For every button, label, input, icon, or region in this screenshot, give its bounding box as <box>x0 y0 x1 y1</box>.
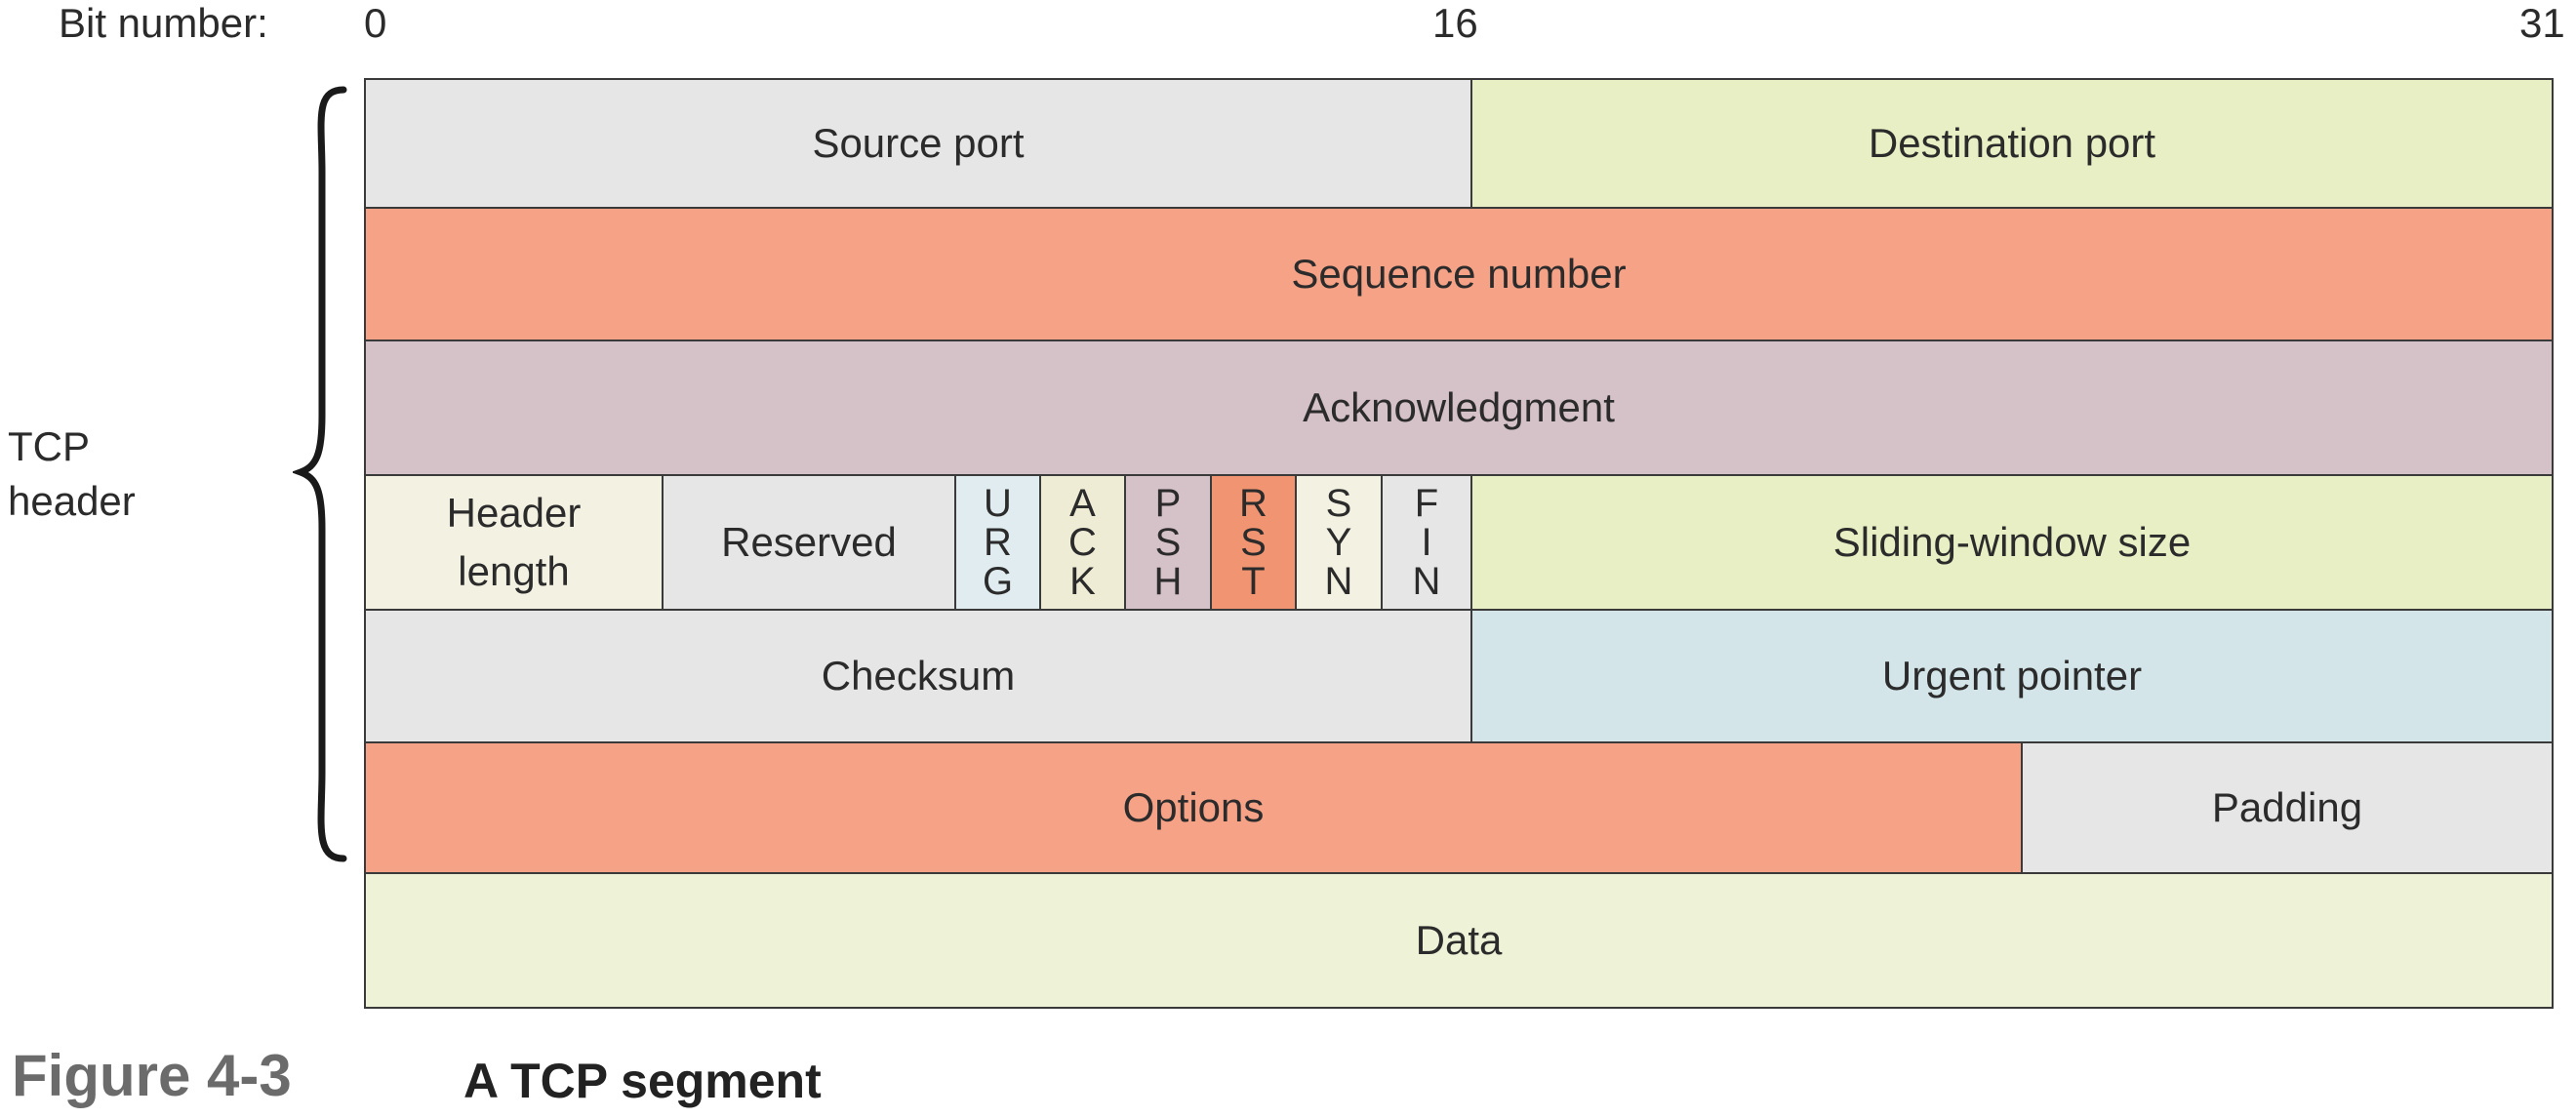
tcp-header-label: TCP header <box>8 419 136 529</box>
acknowledgment-field: Acknowledgment <box>364 339 2554 476</box>
header-length-label-line1: Header <box>446 490 582 536</box>
source-port-label: Source port <box>812 120 1025 166</box>
options-field: Options <box>364 741 2023 874</box>
flag-rst-letter-1: R <box>1239 482 1268 525</box>
flag-syn-letter-3: N <box>1324 560 1353 603</box>
header-length-label-line2: length <box>458 548 570 594</box>
options-label: Options <box>1122 784 1265 830</box>
flag-rst-letter-2: S <box>1240 521 1267 564</box>
figure-caption: A TCP segment <box>463 1054 822 1108</box>
flag-urg-letter-2: R <box>984 521 1012 564</box>
destination-port-label: Destination port <box>1868 120 2156 166</box>
bit-number-label: Bit number: <box>59 0 268 46</box>
bit-31-label: 31 <box>2519 0 2565 46</box>
checksum-label: Checksum <box>821 653 1016 699</box>
flag-psh-letter-2: S <box>1154 521 1182 564</box>
flag-urg-letter-1: U <box>984 482 1012 525</box>
flag-ack-letter-3: K <box>1069 560 1096 603</box>
header-length-field: Header length <box>364 474 664 611</box>
padding-field: Padding <box>2021 741 2554 874</box>
destination-port-field: Destination port <box>1470 78 2554 209</box>
padding-label: Padding <box>2211 784 2363 830</box>
acknowledgment-label: Acknowledgment <box>1303 384 1615 430</box>
flag-urg-letter-3: G <box>982 560 1014 603</box>
flag-ack-letter-1: A <box>1069 482 1096 525</box>
flag-fin-letter-1: F <box>1414 482 1439 525</box>
flag-rst-letter-3: T <box>1241 560 1266 603</box>
sequence-number-label: Sequence number <box>1291 251 1627 297</box>
flag-fin-letter-3: N <box>1412 560 1441 603</box>
source-port-field: Source port <box>364 78 1472 209</box>
flag-fin: F I N <box>1381 474 1472 611</box>
tcp-header-label-line1: TCP <box>8 423 90 469</box>
tcp-header-label-line2: header <box>8 478 136 524</box>
sequence-number-field: Sequence number <box>364 207 2554 341</box>
flag-syn-letter-1: S <box>1325 482 1352 525</box>
flag-syn: S Y N <box>1295 474 1383 611</box>
sliding-window-size-field: Sliding-window size <box>1470 474 2554 611</box>
urgent-pointer-label: Urgent pointer <box>1881 653 2143 699</box>
flag-psh-letter-1: P <box>1154 482 1182 525</box>
urgent-pointer-field: Urgent pointer <box>1470 609 2554 743</box>
flag-ack-letter-2: C <box>1068 521 1097 564</box>
flag-psh-letter-3: H <box>1153 560 1183 603</box>
sliding-window-size-label: Sliding-window size <box>1832 519 2192 565</box>
flag-psh: P S H <box>1124 474 1212 611</box>
bit-16-label: 16 <box>1432 0 1478 46</box>
flag-urg: U R G <box>954 474 1041 611</box>
checksum-field: Checksum <box>364 609 1472 743</box>
flag-fin-letter-2: I <box>1421 521 1432 564</box>
figure-number: Figure 4-3 <box>12 1043 292 1108</box>
flag-ack: A C K <box>1039 474 1126 611</box>
data-field: Data <box>364 872 2554 1009</box>
header-brace <box>293 86 347 862</box>
reserved-field: Reserved <box>662 474 956 611</box>
flag-syn-letter-2: Y <box>1325 521 1352 564</box>
data-label: Data <box>1415 917 1503 963</box>
flag-rst: R S T <box>1210 474 1297 611</box>
bit-0-label: 0 <box>364 0 387 46</box>
reserved-label: Reserved <box>721 519 897 565</box>
